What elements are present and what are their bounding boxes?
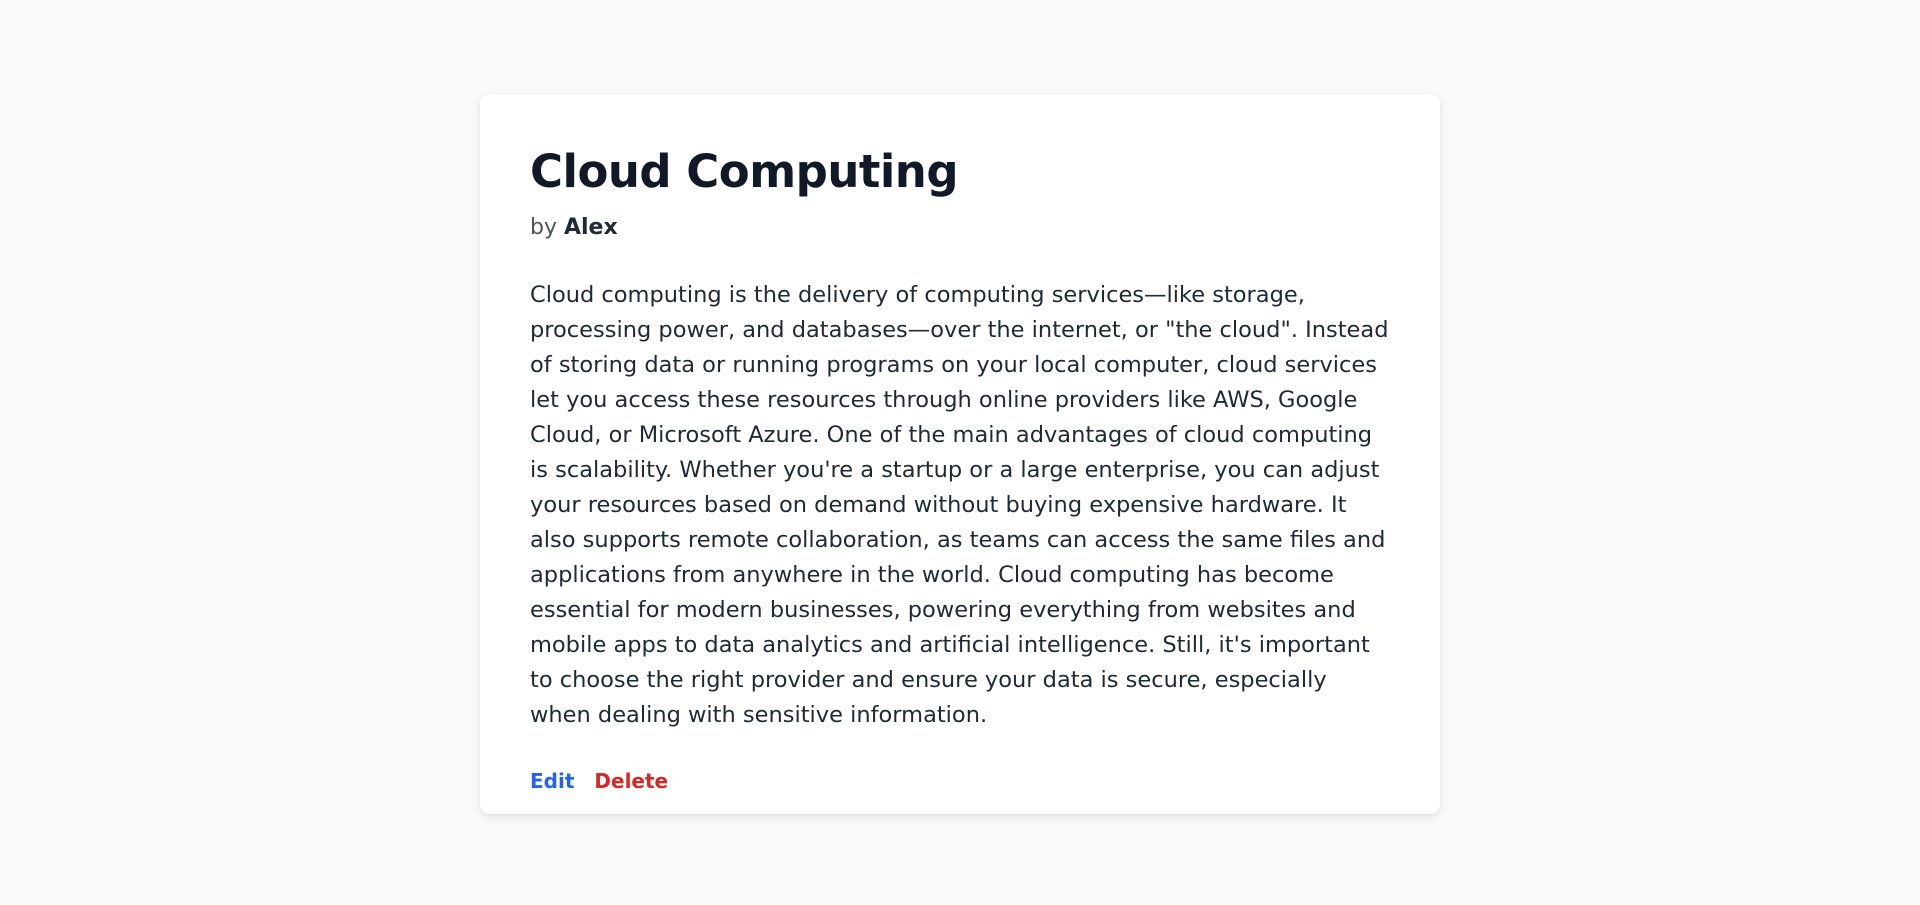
- article-actions: Edit Delete: [530, 769, 1390, 793]
- article-byline: by Alex: [530, 214, 1390, 242]
- byline-prefix: by: [530, 215, 557, 240]
- article-body: Cloud computing is the delivery of compu…: [530, 282, 1389, 728]
- delete-button[interactable]: Delete: [594, 769, 669, 793]
- author-name: Alex: [563, 215, 618, 240]
- article-card: Cloud Computing by Alex Cloud computing …: [480, 94, 1440, 814]
- edit-button[interactable]: Edit: [530, 769, 575, 793]
- article-title: Cloud Computing: [530, 145, 959, 198]
